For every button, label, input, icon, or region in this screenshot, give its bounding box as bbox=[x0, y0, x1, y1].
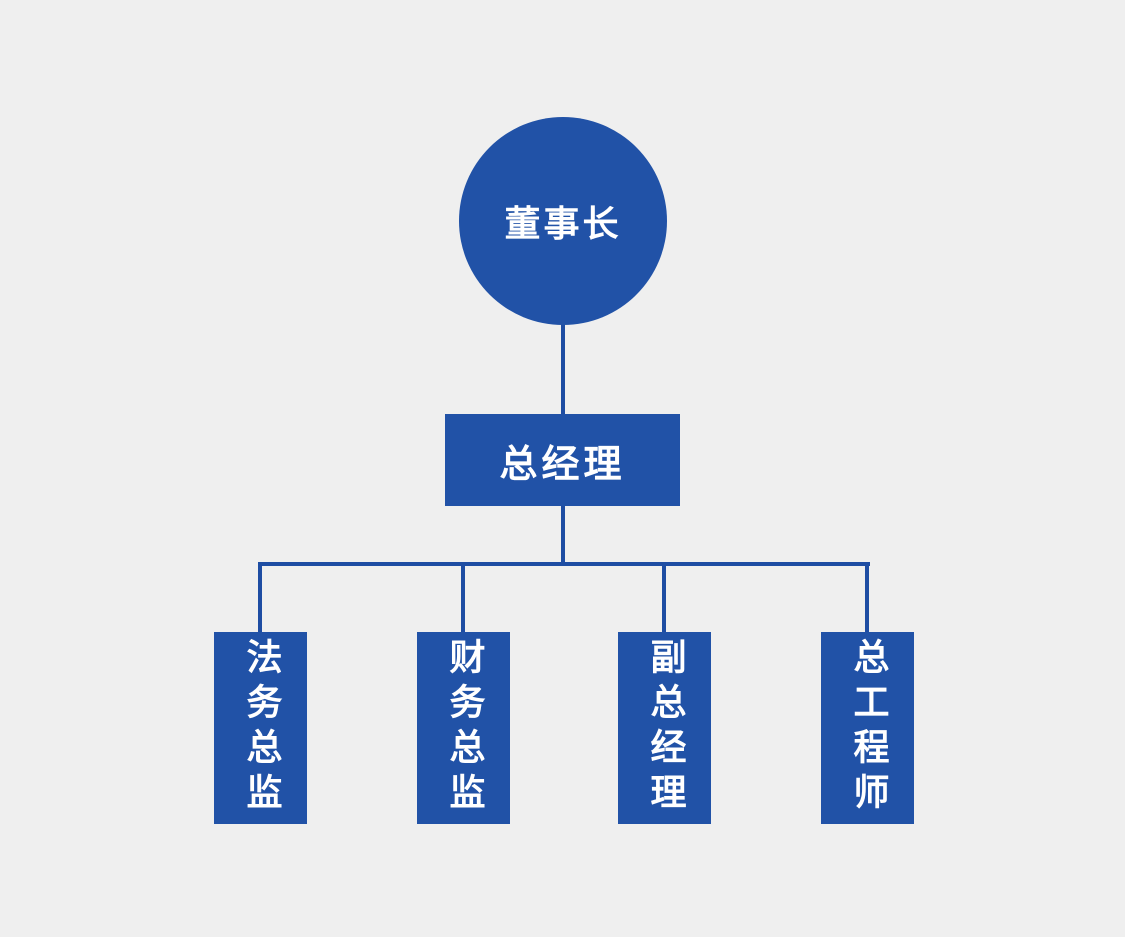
node-deputy-general-manager-label: 副总经理 bbox=[644, 638, 686, 818]
connector-drop-finance bbox=[461, 562, 465, 634]
connector-drop-chief-engineer bbox=[865, 562, 869, 634]
node-chairman-label: 董事长 bbox=[504, 204, 622, 245]
node-general-manager-label: 总经理 bbox=[499, 441, 626, 486]
node-chairman[interactable]: 董事长 bbox=[459, 117, 667, 325]
connector-drop-deputy-gm bbox=[662, 562, 666, 634]
node-general-manager[interactable]: 总经理 bbox=[445, 414, 680, 506]
connector-drop-legal bbox=[258, 562, 262, 634]
node-finance-director[interactable]: 财务总监 bbox=[417, 632, 510, 824]
node-chief-engineer[interactable]: 总工程师 bbox=[821, 632, 914, 824]
node-chief-engineer-label: 总工程师 bbox=[847, 638, 889, 818]
node-deputy-general-manager[interactable]: 副总经理 bbox=[618, 632, 711, 824]
connector-chairman-to-gm bbox=[561, 318, 565, 416]
node-legal-director-label: 法务总监 bbox=[240, 638, 282, 818]
node-legal-director[interactable]: 法务总监 bbox=[214, 632, 307, 824]
connector-gm-trunk bbox=[561, 505, 565, 566]
node-finance-director-label: 财务总监 bbox=[443, 638, 485, 818]
connector-horizontal-bus bbox=[258, 562, 870, 566]
